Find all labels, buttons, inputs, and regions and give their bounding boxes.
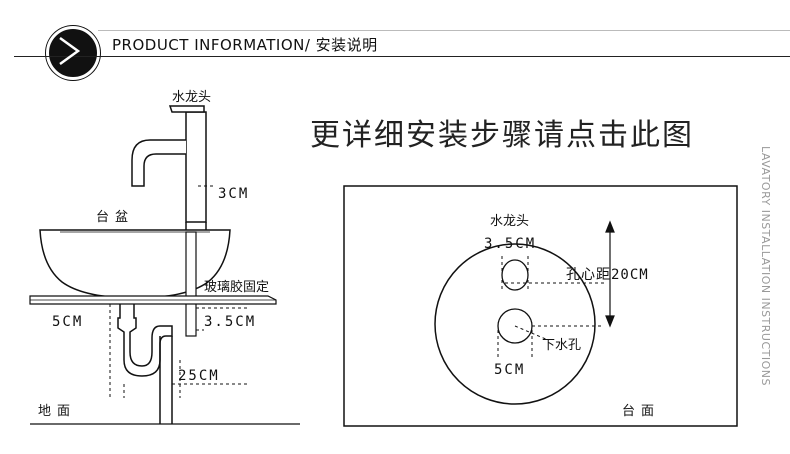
basin-bowl [39,229,231,299]
drain-trap [117,304,173,424]
drain-size-label: 5CM [494,362,526,378]
countertop-label: 台面 [622,404,661,419]
header-divider-top [98,30,790,31]
basin-label: 台盆 [96,210,135,225]
floor-label: 地面 [38,404,77,419]
counter-top [29,295,277,305]
hole-distance-arrow [605,220,615,328]
faucet-height-label: 3CM [218,186,250,202]
counter-thickness-label: 3.5CM [204,314,257,330]
faucet-illustration [131,105,207,233]
basin-plan-circle [434,243,596,405]
hole-distance-label: 孔心距20CM [566,267,649,283]
trap-height-label: 25CM [178,368,220,384]
right-measure-lines [497,256,604,360]
pipe-offset-label: 5CM [52,314,84,330]
side-caption: LAVATORY INSTALLATION INSTRUCTIONS [759,146,772,386]
install-guide-link[interactable]: 更详细安装步骤请点击此图 [310,118,694,153]
page-header: PRODUCT INFORMATION/ 安装说明 [0,0,790,80]
left-measure-lines [109,304,250,398]
header-divider [14,56,790,57]
faucet-hole-circle [501,259,529,291]
glue-label: 玻璃胶固定 [204,280,270,295]
faucet-hole-size-label: 3.5CM [484,236,537,252]
header-title: PRODUCT INFORMATION/ 安装说明 [112,36,378,54]
countertop-plan-frame [343,185,738,427]
mounting-rod [185,231,197,337]
plan-faucet-label: 水龙头 [490,214,530,229]
faucet-label: 水龙头 [172,90,212,105]
logo-badge [46,26,100,80]
drain-hole-label: 下水孔 [542,338,582,353]
chevron-right-icon [59,36,81,66]
faucet-height-marker [198,185,216,220]
